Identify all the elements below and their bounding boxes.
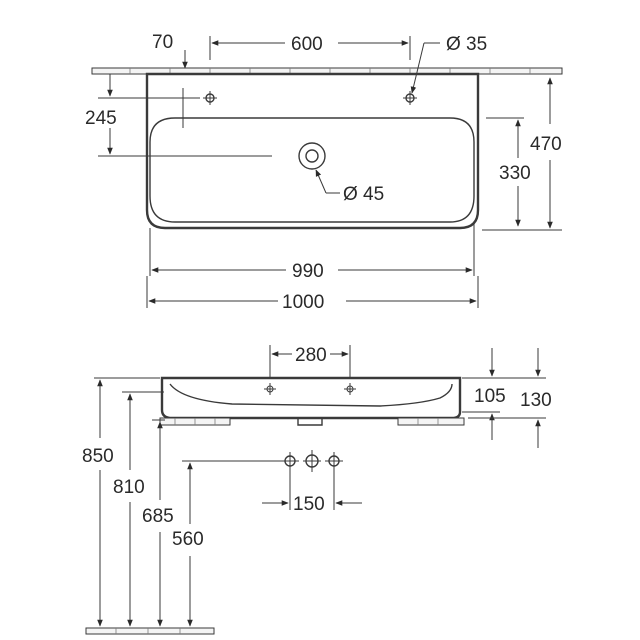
dim-990-label: 990 <box>292 261 324 282</box>
basin-inner-bowl <box>149 117 475 223</box>
side-support-right <box>397 417 465 426</box>
dim-470-label: 470 <box>530 134 562 155</box>
dim-330-label: 330 <box>499 163 531 184</box>
dim-245: 245 <box>85 74 272 157</box>
dim-330: 330 <box>486 117 531 227</box>
dim-waste-label: Ø 45 <box>343 184 384 205</box>
floor-strip <box>85 627 215 635</box>
dim-150: 150 <box>262 470 362 515</box>
basin-side-profile <box>160 376 462 420</box>
tap-hole-right <box>403 91 417 105</box>
dim-280: 280 <box>269 345 351 378</box>
dim-1000-label: 1000 <box>282 292 324 313</box>
dim-560-label: 560 <box>172 529 204 550</box>
top-view: 70 600 Ø 35 245 470 <box>85 32 563 313</box>
dim-850: 850 <box>82 377 160 627</box>
dim-685: 685 <box>142 419 174 627</box>
waste-outlet <box>298 142 326 170</box>
dim-600-label: 600 <box>291 34 323 55</box>
basin-side-inner <box>169 383 453 407</box>
dim-1000: 1000 <box>146 276 479 313</box>
dim-470: 470 <box>482 77 562 231</box>
dim-105: 105 <box>462 348 506 440</box>
dim-tap-hole: Ø 35 <box>410 34 487 94</box>
dim-280-label: 280 <box>295 345 327 366</box>
side-tap-left <box>264 383 276 395</box>
dim-685-label: 685 <box>142 506 174 527</box>
side-support-left <box>159 417 231 426</box>
supply-connections <box>281 450 343 472</box>
dim-810: 810 <box>113 391 164 627</box>
dim-245-label: 245 <box>85 108 117 129</box>
side-view: 280 105 130 8 <box>82 345 552 635</box>
dim-waste: Ø 45 <box>315 169 384 205</box>
dim-tap-hole-label: Ø 35 <box>446 34 487 55</box>
dim-70: 70 <box>152 32 211 69</box>
dim-130: 130 <box>468 348 552 448</box>
dim-560: 560 <box>172 460 288 627</box>
dim-850-label: 850 <box>82 446 114 467</box>
dim-105-label: 105 <box>474 386 506 407</box>
dim-150-label: 150 <box>293 494 325 515</box>
tap-hole-left <box>203 91 217 105</box>
dim-810-label: 810 <box>113 477 145 498</box>
side-tap-right <box>344 383 356 395</box>
basin-outer-outline <box>145 72 480 230</box>
dim-130-label: 130 <box>520 390 552 411</box>
waste-stub <box>297 418 323 426</box>
dim-70-label: 70 <box>152 32 173 53</box>
dim-600: 600 <box>211 34 411 60</box>
dim-990: 990 <box>149 224 475 282</box>
